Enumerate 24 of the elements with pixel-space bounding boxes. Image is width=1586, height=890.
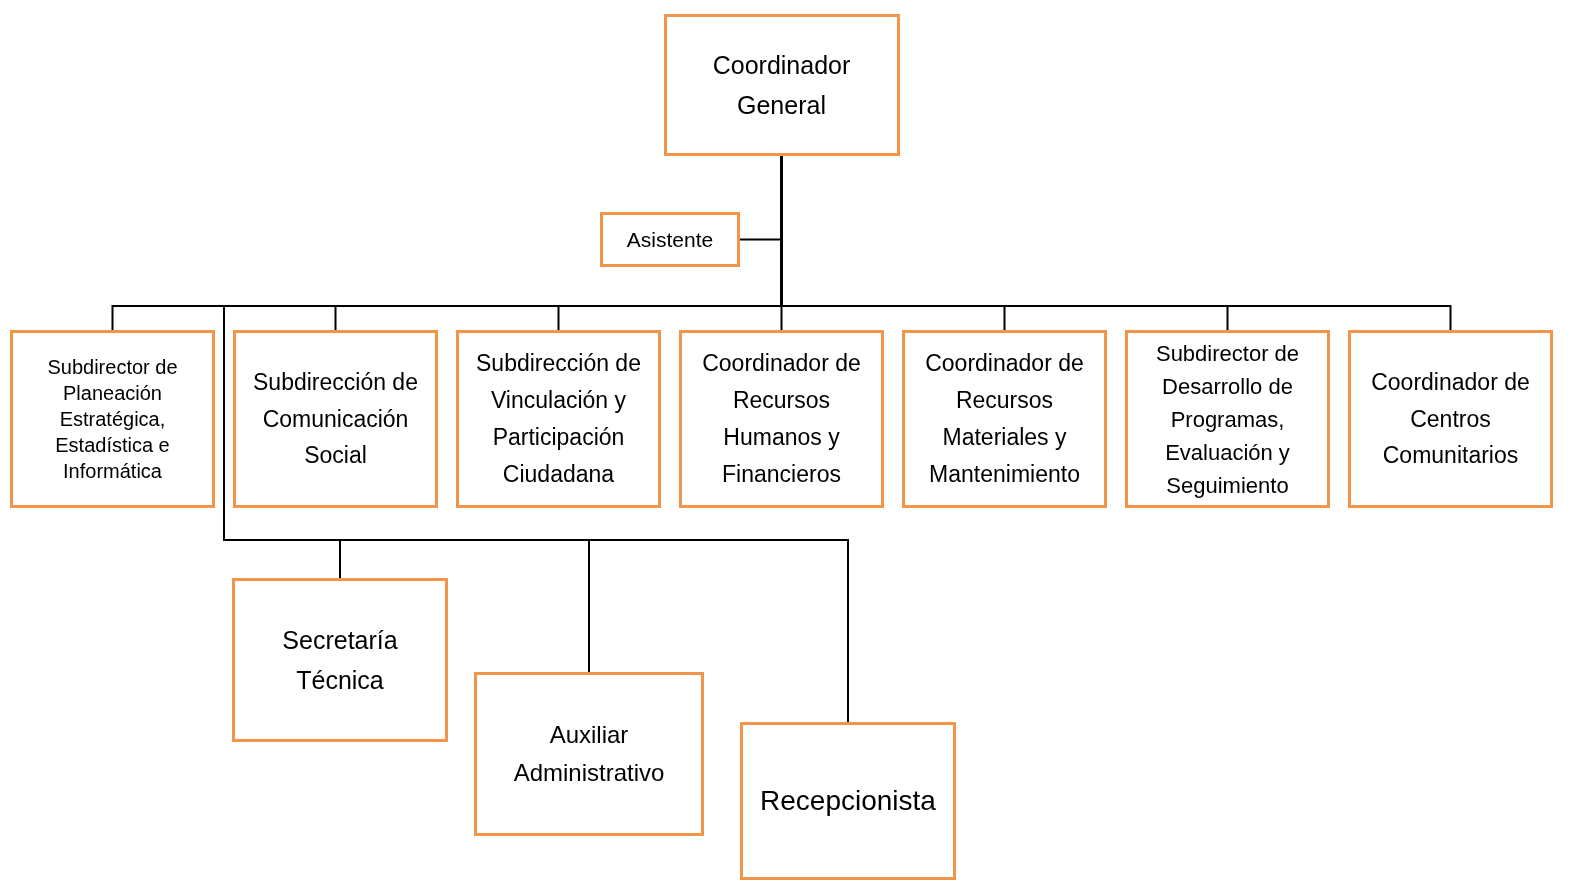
- role-title: Subdirección de Comunicación Social: [252, 367, 419, 471]
- role-title: Coordinador de Recursos Humanos y Financieros: [701, 349, 862, 489]
- org-box: [740, 722, 956, 880]
- role-title: Coordinador de Recursos Materiales y Mantenimiento: [924, 349, 1085, 489]
- role-title: Coordinador General: [711, 50, 852, 121]
- role-title: Subdirector de Desarrollo de Programas, Evaluación y Seguimiento: [1154, 339, 1301, 500]
- org-box: [600, 212, 740, 267]
- role-title: Secretaría Técnica: [281, 625, 399, 696]
- org-box: [663, 14, 900, 156]
- org-box: [679, 330, 884, 508]
- org-box: [474, 672, 704, 836]
- org-box: [233, 330, 438, 508]
- org-box: [902, 330, 1107, 508]
- org-box: [10, 330, 215, 508]
- role-title: Auxiliar Administrativo: [512, 719, 666, 788]
- role-title: Subdirección de Vinculación y Participación Ciudadana: [475, 349, 642, 489]
- role-title: Coordinador de Centros Comunitarios: [1370, 367, 1531, 471]
- role-title: Recepcionista: [760, 783, 936, 818]
- org-box: [232, 578, 448, 742]
- org-box: [1348, 330, 1553, 508]
- org-box: [1125, 330, 1330, 508]
- role-title: Asistente: [626, 226, 714, 253]
- role-title: Subdirector de Planeación Estratégica, Estadística e Informática: [46, 355, 179, 484]
- org-box: [456, 330, 661, 508]
